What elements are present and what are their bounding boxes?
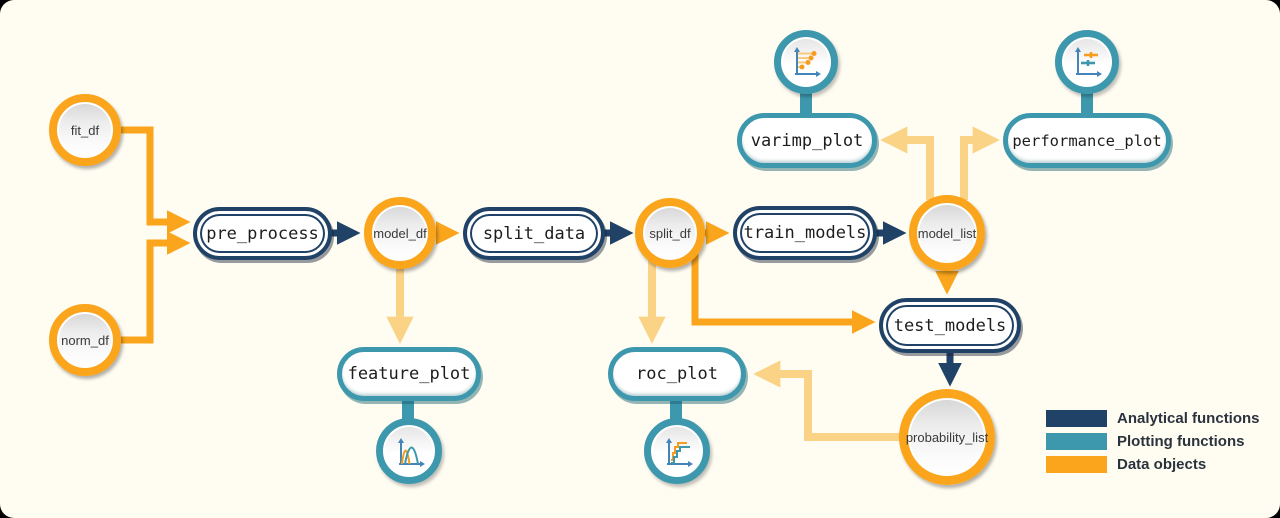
arrow-model-list-to-varimp-plot — [880, 126, 934, 200]
node-performance-plot: performance_plot — [1003, 113, 1171, 168]
node-label: feature_plot — [347, 364, 471, 384]
legend-swatch-analytical — [1046, 410, 1107, 427]
node-norm-df: norm_df — [49, 304, 121, 376]
roc-plot-icon-badge — [644, 418, 710, 484]
arrow-split-df-to-test-models — [691, 252, 876, 334]
lollipop-chart-icon — [794, 47, 821, 77]
node-split-df: split_df — [635, 198, 705, 268]
node-label: probability_list — [905, 429, 989, 445]
legend-item-plotting-functions: Plotting functions — [1046, 433, 1260, 450]
node-label: test_models — [893, 315, 1007, 336]
performance-plot-icon-badge — [1055, 30, 1119, 94]
node-label: varimp_plot — [750, 130, 864, 151]
performance-plot-icon-stub — [1081, 88, 1093, 118]
arrow-model-list-to-performance-plot — [960, 126, 1000, 200]
node-label: model_list — [917, 225, 977, 241]
node-varimp-plot: varimp_plot — [737, 113, 877, 168]
legend-swatch-plotting — [1046, 433, 1107, 450]
roc-plot-icon-stub — [670, 396, 682, 424]
node-label: performance_plot — [1012, 131, 1162, 150]
legend-item-data-objects: Data objects — [1046, 456, 1260, 473]
node-label: pre_process — [206, 223, 319, 244]
legend-swatch-data — [1046, 456, 1107, 473]
node-label: split_df — [649, 225, 691, 241]
legend: Analytical functions Plotting functions … — [1046, 410, 1260, 479]
arrow-norm-df-to-pre-process — [118, 231, 191, 344]
node-test-models: test_models — [879, 298, 1021, 353]
legend-label: Plotting functions — [1117, 433, 1245, 450]
node-label: norm_df — [61, 332, 109, 348]
node-pre-process: pre_process — [193, 207, 332, 260]
node-label: model_df — [373, 225, 427, 241]
feature-plot-icon-badge — [376, 418, 442, 484]
node-roc-plot: roc_plot — [608, 347, 746, 401]
node-probability-list: probability_list — [899, 389, 995, 485]
arrow-probability-list-to-roc-plot — [753, 360, 902, 441]
legend-label: Analytical functions — [1117, 410, 1260, 427]
node-label: fit_df — [70, 122, 100, 138]
node-label: roc_plot — [636, 364, 718, 384]
node-train-models: train_models — [733, 206, 877, 260]
node-split-data: split_data — [463, 207, 605, 260]
node-label: train_models — [743, 223, 867, 243]
varimp-plot-icon-badge — [774, 30, 838, 94]
legend-label: Data objects — [1117, 456, 1207, 473]
node-fit-df: fit_df — [49, 94, 121, 166]
arrow-fit-df-to-pre-process — [118, 126, 191, 234]
varimp-plot-icon-stub — [800, 88, 812, 118]
roc-curve-icon — [666, 438, 693, 467]
node-model-df: model_df — [364, 197, 436, 269]
node-label: split_data — [482, 223, 586, 244]
density-plot-icon — [398, 438, 425, 467]
node-feature-plot: feature_plot — [337, 347, 481, 401]
feature-plot-icon-stub — [402, 396, 414, 424]
interval-chart-icon — [1075, 47, 1102, 77]
legend-item-analytical-functions: Analytical functions — [1046, 410, 1260, 427]
node-model-list: model_list — [909, 195, 985, 271]
